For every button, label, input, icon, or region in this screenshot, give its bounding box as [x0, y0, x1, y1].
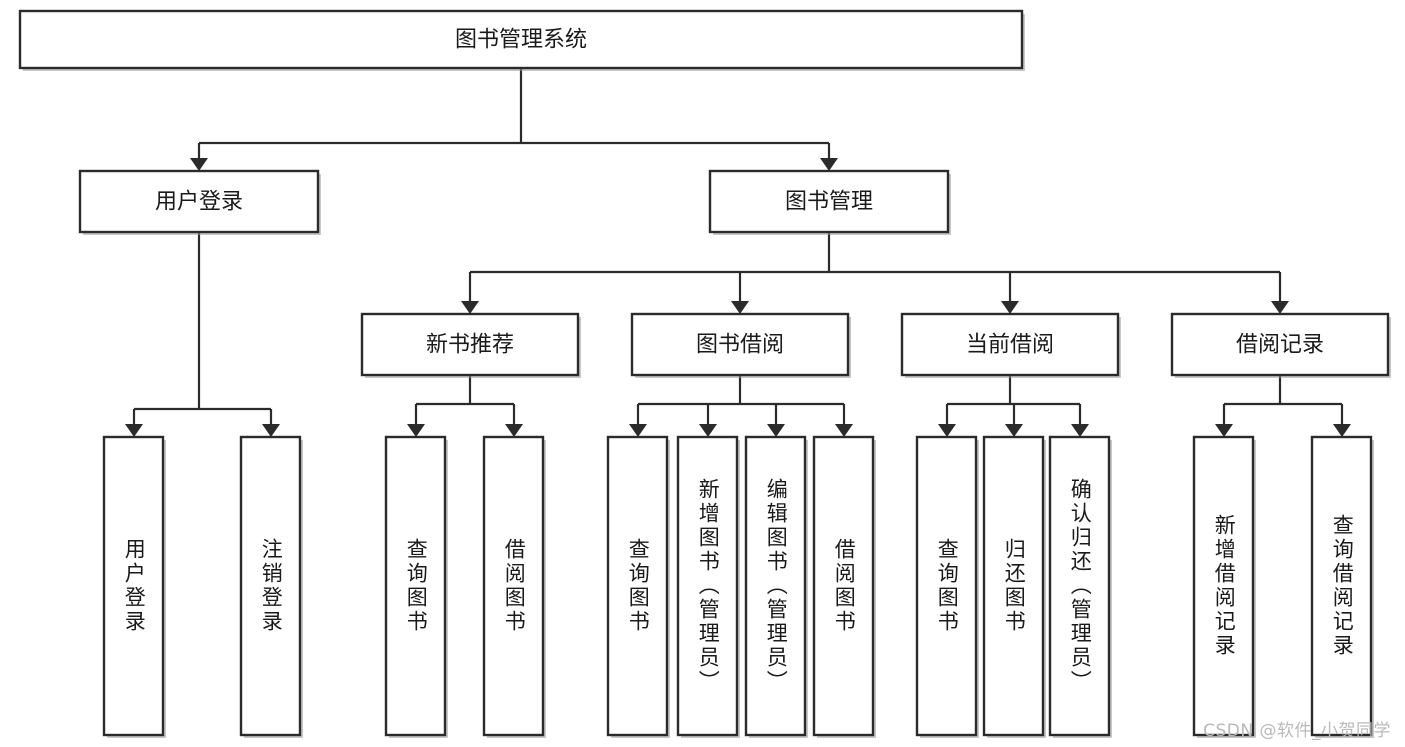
node-leaf-confirm-return[interactable] — [1048, 435, 1112, 738]
edge-group-new-book-rec — [407, 375, 523, 437]
edge-arrowhead — [938, 424, 956, 437]
node-leaf-query-book-3[interactable] — [915, 435, 979, 738]
node-box-leaf-query-book-2[interactable] — [606, 435, 669, 737]
edge-group-borrow-record — [1215, 375, 1351, 437]
node-leaf-edit-book[interactable] — [744, 435, 808, 738]
node-label-book-borrow: 图书借阅 — [696, 333, 784, 358]
edge-arrowhead — [1333, 424, 1351, 437]
node-box-leaf-add-book[interactable] — [676, 435, 739, 737]
edge-group-current-borrow — [938, 375, 1089, 437]
node-box-book-manage[interactable] — [708, 169, 950, 234]
node-box-leaf-query-book-1[interactable] — [384, 435, 447, 737]
node-leaf-add-book[interactable] — [676, 435, 740, 738]
node-book-borrow[interactable]: 图书借阅 — [630, 312, 851, 378]
edge-arrowhead — [767, 424, 785, 437]
node-box-leaf-borrow-book-2[interactable] — [812, 435, 875, 737]
node-label-user-login: 用户登录 — [155, 190, 243, 215]
node-user-login[interactable]: 用户登录 — [78, 169, 321, 235]
node-leaf-query-book-1[interactable] — [384, 435, 448, 738]
edge-group-root — [190, 68, 838, 171]
node-box-current-borrow[interactable] — [900, 312, 1120, 377]
node-leaf-user-login[interactable] — [102, 435, 166, 738]
node-box-leaf-edit-book[interactable] — [744, 435, 807, 737]
node-borrow-record[interactable]: 借阅记录 — [1170, 312, 1391, 378]
edge-group-book-manage — [461, 232, 1289, 314]
edge-arrowhead — [1001, 301, 1019, 314]
edge-arrowhead — [190, 158, 208, 171]
node-label-borrow-record: 借阅记录 — [1236, 333, 1324, 358]
node-box-book-borrow[interactable] — [630, 312, 850, 377]
node-box-root[interactable] — [18, 9, 1024, 70]
node-box-leaf-user-login[interactable] — [102, 435, 165, 737]
node-box-leaf-borrow-book-1[interactable] — [482, 435, 545, 737]
node-root[interactable]: 图书管理系统 — [18, 9, 1025, 71]
watermark-text: CSDN @软件_小贺同学 — [1203, 721, 1391, 741]
node-box-leaf-user-logout[interactable] — [239, 435, 302, 737]
edge-group-user-login — [125, 232, 280, 437]
edge-arrowhead — [461, 301, 479, 314]
node-leaf-query-record[interactable] — [1310, 435, 1374, 738]
edge-arrowhead — [407, 424, 425, 437]
edge-arrowhead — [1271, 301, 1289, 314]
edge-arrowhead — [820, 158, 838, 171]
node-box-user-login[interactable] — [78, 169, 320, 234]
node-leaf-borrow-book-2[interactable] — [812, 435, 876, 738]
edge-arrowhead — [125, 424, 143, 437]
node-box-leaf-query-record[interactable] — [1310, 435, 1373, 737]
node-box-leaf-add-record[interactable] — [1192, 435, 1255, 737]
edge-group-book-borrow — [629, 375, 853, 437]
edge-arrowhead — [1215, 424, 1233, 437]
node-box-leaf-confirm-return[interactable] — [1048, 435, 1111, 737]
edge-arrowhead — [1005, 424, 1023, 437]
edge-arrowhead — [262, 424, 280, 437]
node-box-leaf-query-book-3[interactable] — [915, 435, 978, 737]
node-new-book-rec[interactable]: 新书推荐 — [360, 312, 581, 378]
node-leaf-borrow-book-1[interactable] — [482, 435, 546, 738]
edge-arrowhead — [1071, 424, 1089, 437]
node-leaf-add-record[interactable] — [1192, 435, 1256, 738]
node-current-borrow[interactable]: 当前借阅 — [900, 312, 1121, 378]
node-label-root: 图书管理系统 — [455, 28, 587, 53]
edge-arrowhead — [835, 424, 853, 437]
node-leaf-return-book[interactable] — [982, 435, 1046, 738]
edge-arrowhead — [699, 424, 717, 437]
edge-arrowhead — [505, 424, 523, 437]
node-label-current-borrow: 当前借阅 — [966, 333, 1054, 358]
node-box-borrow-record[interactable] — [1170, 312, 1390, 377]
edge-arrowhead — [731, 301, 749, 314]
connector-layer — [125, 68, 1351, 437]
node-label-new-book-rec: 新书推荐 — [426, 333, 514, 358]
node-box-leaf-return-book[interactable] — [982, 435, 1045, 737]
node-leaf-user-logout[interactable] — [239, 435, 303, 738]
node-label-book-manage: 图书管理 — [785, 190, 873, 215]
node-box-new-book-rec[interactable] — [360, 312, 580, 377]
node-book-manage[interactable]: 图书管理 — [708, 169, 951, 235]
edge-arrowhead — [629, 424, 647, 437]
node-leaf-query-book-2[interactable] — [606, 435, 670, 738]
